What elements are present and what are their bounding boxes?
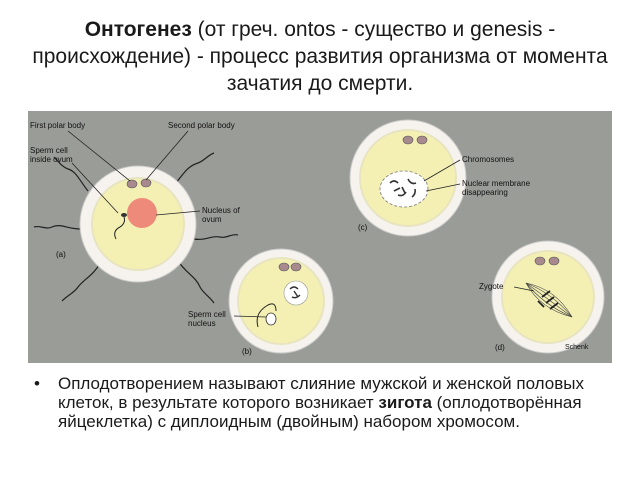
slide-title: Онтогенез (от греч. ontos - существо и g…: [20, 16, 620, 97]
panel-d: Zygote (d) Schenk: [479, 240, 605, 354]
title-definition: (от греч. ontos - существо и genesis - п…: [32, 18, 608, 95]
label-panel-c: (c): [358, 223, 368, 232]
panel-c: Chromosomes Nuclear membrane disappearin…: [349, 119, 531, 237]
ovum-nucleus: [127, 198, 157, 228]
label-chromosomes: Chromosomes: [462, 155, 514, 164]
label-nuclear-membrane-2: disappearing: [462, 188, 508, 197]
bullet-text: Оплодотворением называют слияние мужской…: [58, 374, 614, 431]
label-sperm-nucleus-1: Sperm cell: [188, 310, 226, 319]
bullet-text-part2: (оплодотворённая яйцеклетка) с диплоидны…: [58, 393, 582, 431]
panel-a: First polar body Second polar body Sperm…: [30, 121, 241, 304]
label-sperm-nucleus-2: nucleus: [188, 319, 216, 328]
label-panel-a: (a): [56, 250, 66, 259]
polar-body: [534, 256, 546, 266]
label-zygote: Zygote: [479, 282, 504, 291]
label-second-polar-body: Second polar body: [168, 121, 235, 130]
title-term: Онтогенез: [84, 18, 192, 41]
label-credit: Schenk: [565, 344, 589, 351]
bullet-term: зигота: [378, 393, 432, 412]
label-sperm-inside-1: Sperm cell: [30, 146, 68, 155]
label-nucleus-of-1: Nucleus of: [202, 206, 241, 215]
polar-body: [402, 135, 414, 145]
bullet-marker: •: [34, 374, 40, 393]
label-sperm-inside-2: inside ovum: [30, 155, 73, 164]
polar-body: [416, 135, 428, 145]
label-panel-d: (d): [495, 343, 505, 352]
panel-b: Sperm cell nucleus (b): [188, 248, 334, 356]
label-first-polar-body: First polar body: [30, 121, 85, 130]
bullet-text-part1: Оплодотворением называют слияние мужской…: [58, 374, 584, 412]
label-nucleus-of-2: ovum: [202, 215, 222, 224]
bullet-point: • Оплодотворением называют слияние мужск…: [34, 374, 614, 431]
chromosomes-c: [389, 178, 417, 198]
polar-body: [126, 179, 138, 189]
fertilization-diagram: First polar body Second polar body Sperm…: [28, 111, 612, 363]
polar-body: [278, 262, 290, 272]
label-nuclear-membrane-1: Nuclear membrane: [462, 179, 531, 188]
polar-body: [140, 178, 152, 188]
label-panel-b: (b): [242, 347, 252, 356]
polar-body: [548, 256, 560, 266]
polar-body: [290, 262, 302, 272]
